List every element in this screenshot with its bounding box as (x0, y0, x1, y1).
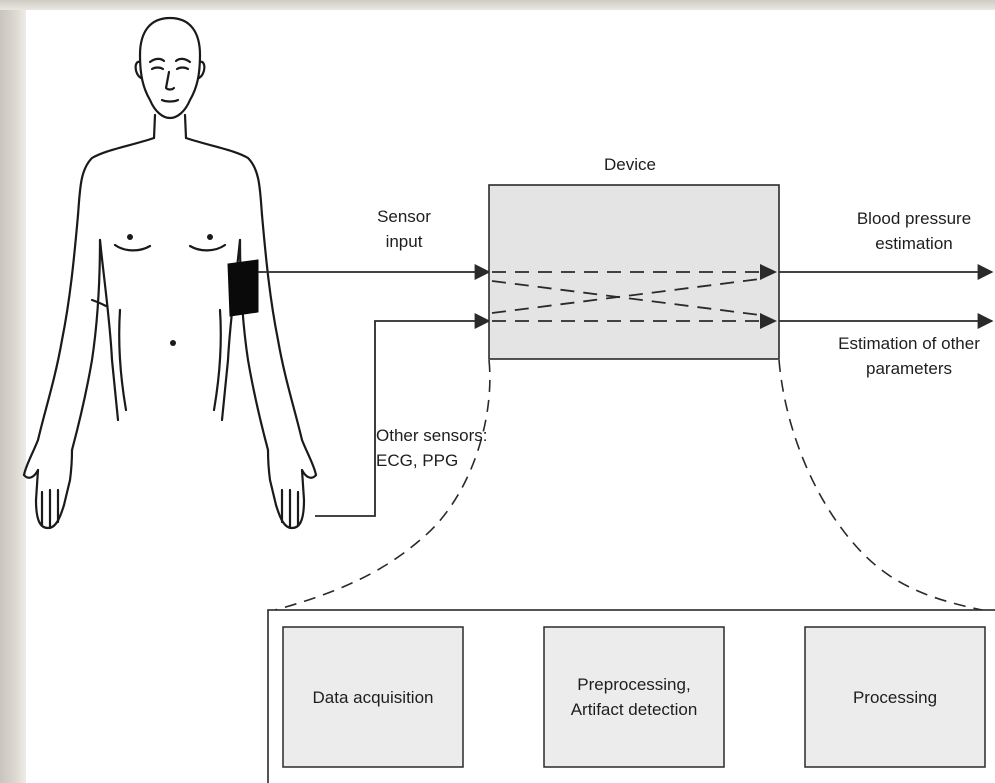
figure-navel (170, 340, 176, 346)
figure-arm-left-inner (72, 240, 100, 450)
human-figure-illustration (24, 18, 316, 528)
figure-mouth (162, 100, 178, 102)
stage-label-data-acquisition: Data acquisition (283, 627, 463, 767)
figure-brow-right (176, 59, 190, 62)
zoom-curve-left (275, 360, 490, 610)
figure-shoulder-left (78, 138, 154, 215)
figure-hand-left (24, 450, 72, 528)
figure-nipple-left (127, 234, 133, 240)
figure-chest-right (190, 245, 225, 250)
bp-output-label: Blood pressure estimation (834, 206, 994, 256)
figure-nipple-right (207, 234, 213, 240)
figure-arm-left-outer (24, 215, 78, 475)
sensor-input-label: Sensor input (372, 204, 436, 254)
figure-head (140, 18, 200, 118)
other-output-label: Estimation of other parameters (826, 331, 992, 381)
figure-torso-line-left (119, 310, 126, 410)
bp-cuff (228, 260, 258, 316)
figure-arm-right-outer (262, 215, 316, 475)
figure-eye-right (177, 68, 188, 70)
figure-hand-right (268, 450, 316, 528)
figure-nose (166, 72, 174, 90)
figure-eye-left (152, 68, 163, 70)
figure-torso-line-right (214, 310, 221, 410)
stage-label-preprocessing: Preprocessing, Artifact detection (544, 627, 724, 767)
other-sensors-label: Other sensors: ECG, PPG (376, 423, 488, 473)
figure-torso-left (100, 240, 118, 420)
figure-neck-left (154, 115, 155, 138)
figure-chest-left (115, 245, 150, 250)
figure-neck-right (185, 115, 186, 138)
figure-shoulder-right (186, 138, 262, 215)
stage-label-processing: Processing (805, 627, 985, 767)
zoom-curve-right (779, 360, 992, 612)
figure-brow-left (150, 59, 164, 62)
device-label: Device (604, 152, 656, 177)
